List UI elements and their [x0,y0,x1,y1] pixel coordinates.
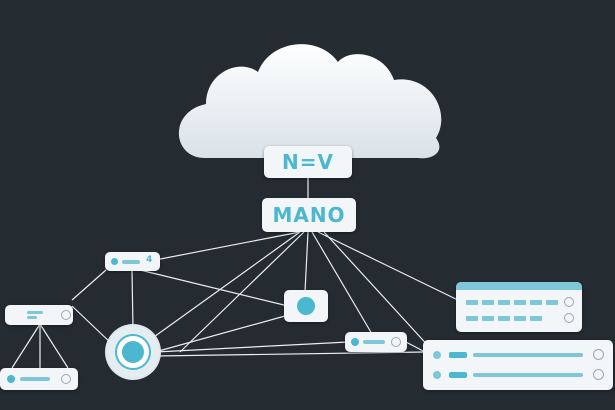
port-bar [122,260,140,264]
server-bar [20,377,50,381]
link-mano-center [304,231,309,293]
small-server-node [345,332,407,352]
connection-lines [11,176,463,369]
server-bar [27,311,43,314]
link-mano-panel [317,231,463,303]
status-dot [433,351,441,359]
link-mano-hub-2 [179,231,305,353]
bottom-left-server-node [0,368,78,390]
panel-slot [466,316,478,321]
power-ring [593,349,604,360]
center-node [284,290,328,322]
power-ring [593,369,604,380]
port-label: 4 [146,255,153,265]
link-hub-small [155,341,349,353]
mano-label: MANO [262,198,356,232]
panel-slot [498,300,510,305]
panel-slot [498,316,510,321]
hub-core [122,341,144,363]
link-mano-small [311,231,373,335]
rack-panel-node [456,282,582,332]
rack-bar [473,373,583,377]
panel-slot [546,300,558,305]
link-switch-hub [131,269,134,331]
hub-ring [115,334,151,370]
link-mano-rack [323,231,433,351]
rack-server-node [423,340,613,390]
panel-header [456,282,582,290]
panel-slot [514,316,526,321]
link-hub-rack [155,351,426,357]
status-dot [111,258,118,265]
switch-node: 4 [105,252,160,271]
link-hub-center [154,315,286,353]
power-ring [564,313,574,323]
hub-icon [107,326,159,378]
center-node-dot [297,297,315,315]
status-dot [351,338,359,346]
rack-bar [473,353,583,357]
link-switch-center [139,269,289,307]
rack-port [449,352,467,358]
status-dot [433,371,441,379]
power-ring [61,374,71,384]
link-mano-switch [149,231,301,262]
rack-port [449,372,467,378]
panel-slot [530,316,542,321]
link-small-rack [405,341,426,353]
power-ring [61,310,71,320]
server-bar [363,340,385,344]
link-left-hub [71,305,114,346]
panel-slot [482,300,494,305]
panel-slot [514,300,526,305]
link-left-down-1 [11,323,41,369]
status-dot [7,375,15,383]
link-left-down-3 [39,323,69,369]
power-ring [564,297,574,307]
cloud-icon [178,44,442,159]
panel-slot [466,300,478,305]
server-bar [27,316,37,319]
left-server-node [5,305,73,325]
power-ring [391,337,401,347]
panel-slot [482,316,494,321]
link-mano-hub [132,231,301,353]
link-left-switch [71,269,107,301]
nfv-label: N=V [264,146,352,178]
panel-slot [530,300,542,305]
